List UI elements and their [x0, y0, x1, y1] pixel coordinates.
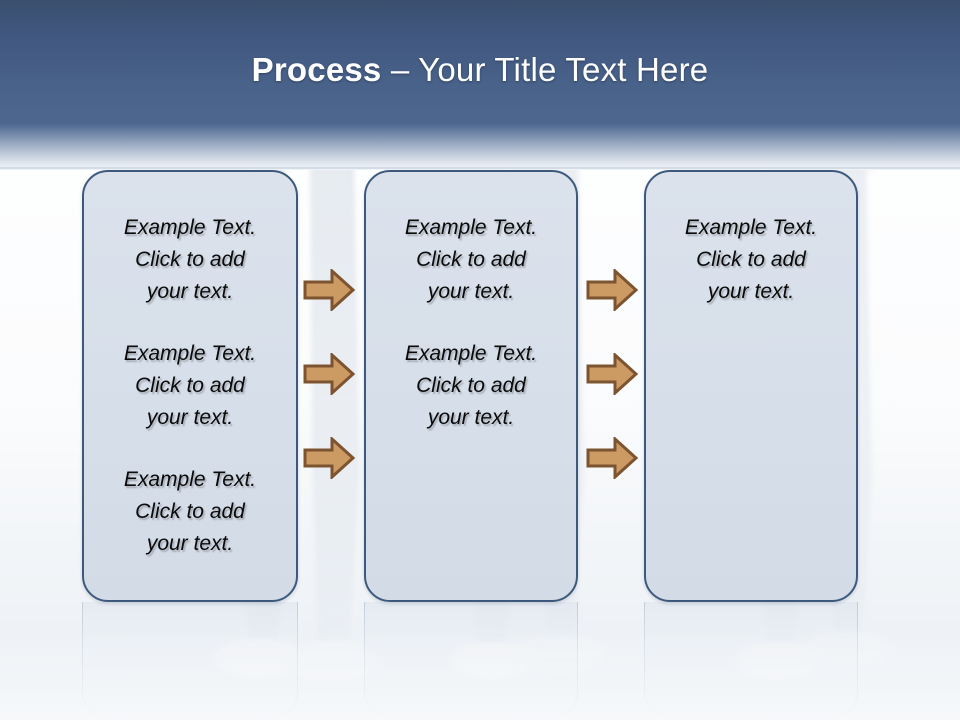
right-arrow-icon-2-2[interactable]	[586, 353, 638, 395]
page-title: Process – Your Title Text Here	[0, 50, 960, 90]
header-divider	[0, 167, 960, 169]
right-arrow-icon-1-1[interactable]	[303, 269, 355, 311]
process-box-1-paragraph-1: Example Text. Click to add your text.	[123, 216, 257, 303]
right-arrow-icon-2-1[interactable]	[586, 269, 638, 311]
box-reflection-1	[82, 602, 298, 718]
header-band	[0, 0, 960, 128]
page-title-rest: – Your Title Text Here	[381, 51, 709, 88]
process-box-2-paragraph-1: Example Text. Click to add your text.	[404, 216, 538, 303]
process-box-1[interactable]: Example Text. Click to add your text. Ex…	[82, 170, 298, 602]
process-box-1-paragraph-3: Example Text. Click to add your text.	[123, 468, 257, 555]
right-arrow-icon-1-2[interactable]	[303, 353, 355, 395]
header-fade	[0, 124, 960, 170]
process-box-2[interactable]: Example Text. Click to add your text. Ex…	[364, 170, 578, 602]
process-box-2-paragraph-2: Example Text. Click to add your text.	[404, 342, 538, 429]
process-box-3-paragraph-1: Example Text. Click to add your text.	[684, 216, 818, 303]
box-reflection-2	[364, 602, 578, 718]
process-box-3[interactable]: Example Text. Click to add your text.	[644, 170, 858, 602]
box-reflection-3	[644, 602, 858, 718]
right-arrow-icon-1-3[interactable]	[303, 437, 355, 479]
page-title-bold: Process	[251, 51, 382, 88]
right-arrow-icon-2-3[interactable]	[586, 437, 638, 479]
process-box-1-paragraph-2: Example Text. Click to add your text.	[123, 342, 257, 429]
